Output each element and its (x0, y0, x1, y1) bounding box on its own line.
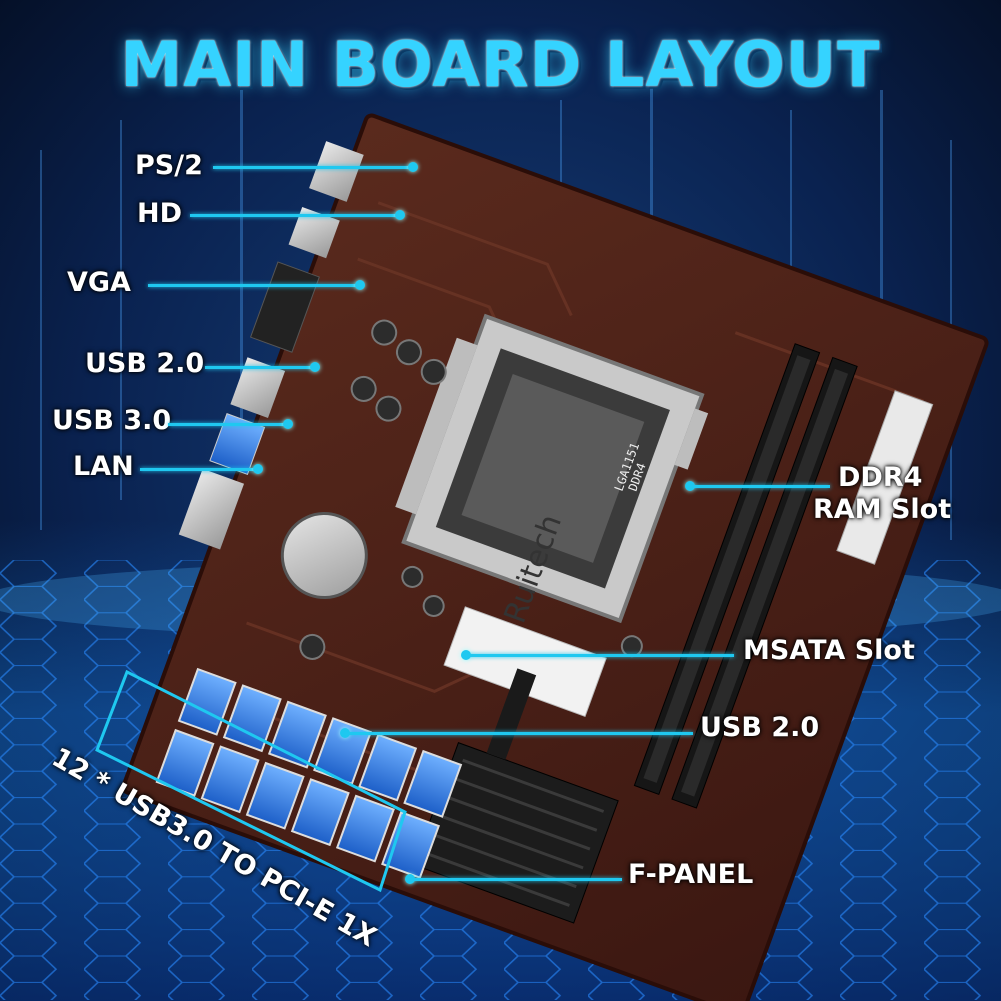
leader-usb30 (168, 423, 288, 426)
page-title: MAIN BOARD LAYOUT (120, 28, 881, 101)
dot-lan (253, 464, 263, 474)
motherboard (121, 113, 989, 1001)
leader-usb20-right (345, 732, 693, 735)
label-ddr4-line2: RAM Slot (813, 494, 952, 525)
label-msata: MSATA Slot (743, 635, 915, 666)
leader-fpanel (410, 878, 622, 881)
leader-usb20-left (205, 366, 315, 369)
leader-msata (466, 654, 734, 657)
leader-ddr4 (690, 485, 830, 488)
label-usb20-right: USB 2.0 (700, 712, 820, 743)
cpu-socket (395, 313, 709, 624)
dot-usb20-left (310, 362, 320, 372)
leader-vga (148, 284, 360, 287)
dot-usb30 (283, 419, 293, 429)
label-usb30: USB 3.0 (52, 405, 172, 436)
label-ps2: PS/2 (135, 150, 203, 181)
label-ddr4-line1: DDR4 (838, 462, 923, 493)
label-vga: VGA (67, 267, 131, 298)
dot-ps2 (408, 162, 418, 172)
dot-hd (395, 210, 405, 220)
dot-vga (355, 280, 365, 290)
label-fpanel: F-PANEL (628, 859, 754, 890)
usb-port-bank (155, 667, 463, 879)
leader-lan (140, 468, 258, 471)
label-lan: LAN (73, 451, 134, 482)
usb-bank-highlight (95, 669, 407, 893)
leader-hd (190, 214, 400, 217)
label-usb20-left: USB 2.0 (85, 348, 205, 379)
leader-ps2 (213, 166, 413, 169)
label-hd: HD (137, 198, 183, 229)
ram-slots (633, 343, 858, 809)
